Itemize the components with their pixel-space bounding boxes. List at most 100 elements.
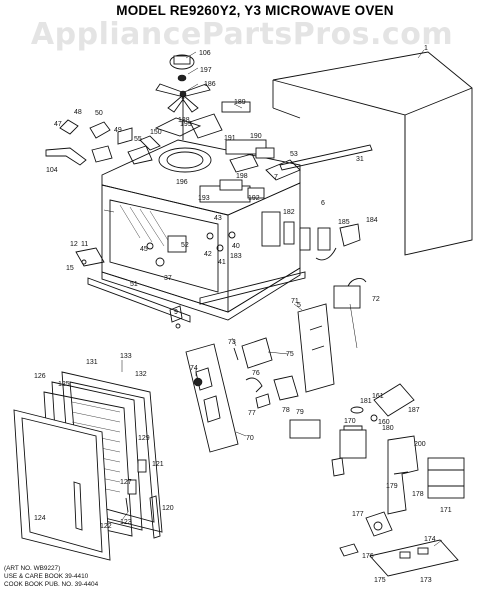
label-123: 123 [120, 519, 132, 526]
label-9: 9 [174, 309, 178, 316]
label-193: 193 [198, 195, 210, 202]
right-cabinet-parts [299, 223, 361, 261]
label-5: 5 [297, 302, 301, 309]
oven-cavity-chassis [101, 139, 301, 321]
outer-cabinet-wrapper [272, 51, 473, 256]
note-art-no: (ART NO. WB9227) [4, 565, 60, 572]
label-79: 79 [296, 409, 304, 416]
label-121: 121 [152, 461, 164, 468]
latch-bracket-assembly [297, 278, 367, 393]
label-40: 40 [232, 243, 240, 250]
label-73: 73 [228, 339, 236, 346]
label-175: 175 [374, 577, 386, 584]
label-178: 178 [412, 491, 424, 498]
label-78: 78 [282, 407, 290, 414]
label-37: 37 [164, 275, 172, 282]
label-129: 129 [138, 435, 150, 442]
air-duct [387, 435, 419, 515]
label-184: 184 [366, 217, 378, 224]
label-200: 200 [414, 441, 426, 448]
label-75: 75 [286, 351, 294, 358]
label-11: 11 [81, 241, 88, 248]
label-125: 125 [58, 381, 70, 388]
part-number-labels: 1 5 6 7 9 11 12 15 31 37 40 41 42 43 45 … [34, 45, 452, 584]
stirrer-fan-assembly [155, 54, 211, 140]
label-173: 173 [420, 577, 432, 584]
label-12: 12 [70, 241, 78, 248]
label-161: 161 [372, 393, 384, 400]
label-192: 192 [248, 195, 260, 202]
transformer [427, 457, 465, 499]
label-177: 177 [352, 511, 364, 518]
bottom-rail-5 [199, 271, 306, 305]
leader-lines [103, 49, 443, 547]
label-127: 127 [120, 479, 132, 486]
label-199: 199 [180, 121, 192, 128]
label-77: 77 [248, 410, 256, 417]
note-cook-book: COOK BOOK PUB. NO. 39-4404 [4, 581, 99, 588]
label-53: 53 [290, 151, 298, 158]
fan-motor [365, 511, 393, 537]
label-1: 1 [424, 45, 428, 52]
label-187: 187 [408, 407, 420, 414]
left-side-parts [75, 247, 183, 329]
label-183: 183 [230, 253, 242, 260]
label-171: 171 [440, 507, 452, 514]
label-196: 196 [176, 179, 188, 186]
label-124: 124 [34, 515, 46, 522]
note-use-care-book: USE & CARE BOOK 39-4410 [4, 573, 89, 580]
label-126: 126 [34, 373, 46, 380]
label-198: 198 [236, 173, 248, 180]
label-52: 52 [181, 242, 189, 249]
label-182: 182 [283, 209, 295, 216]
label-72: 72 [372, 296, 380, 303]
label-133: 133 [120, 353, 132, 360]
door-assembly [13, 371, 163, 561]
upper-middle-parts [189, 101, 301, 199]
label-174: 174 [424, 536, 436, 543]
label-176: 176 [362, 553, 374, 560]
label-185: 185 [338, 219, 350, 226]
label-179: 179 [386, 483, 398, 490]
label-181: 181 [360, 398, 372, 405]
label-42: 42 [204, 251, 212, 258]
label-150: 150 [150, 129, 162, 136]
label-55: 55 [134, 136, 142, 143]
label-191: 191 [224, 135, 236, 142]
label-6: 6 [321, 200, 325, 207]
watermark: AppliancePartsPros.com [31, 17, 453, 52]
label-189: 189 [234, 99, 246, 106]
label-70: 70 [246, 435, 254, 442]
label-48: 48 [74, 109, 82, 116]
label-71: 71 [291, 298, 299, 305]
label-41: 41 [218, 259, 226, 266]
bottom-rail-51 [87, 277, 191, 323]
label-43: 43 [214, 215, 222, 222]
label-170: 170 [344, 418, 356, 425]
label-51: 51 [130, 281, 138, 288]
label-104: 104 [46, 167, 58, 174]
label-76: 76 [252, 370, 260, 377]
label-31: 31 [356, 156, 364, 163]
upper-left-small-parts [45, 117, 202, 166]
label-74: 74 [190, 365, 198, 372]
label-7: 7 [274, 174, 278, 181]
label-197: 197 [200, 67, 212, 74]
label-45: 45 [140, 246, 148, 253]
label-132: 132 [135, 371, 147, 378]
control-panel [185, 337, 321, 453]
label-50: 50 [95, 110, 103, 117]
base-plate [369, 539, 459, 577]
label-47: 47 [54, 121, 62, 128]
label-49: 49 [114, 127, 122, 134]
part-176 [339, 543, 359, 557]
diagram-title: MODEL RE9260Y2, Y3 MICROWAVE OVEN [116, 3, 393, 18]
label-106: 106 [199, 50, 211, 57]
label-122: 122 [100, 523, 112, 530]
label-15: 15 [66, 265, 74, 272]
label-131: 131 [86, 359, 98, 366]
label-190: 190 [250, 133, 262, 140]
label-180: 180 [382, 425, 394, 432]
label-120: 120 [162, 505, 174, 512]
